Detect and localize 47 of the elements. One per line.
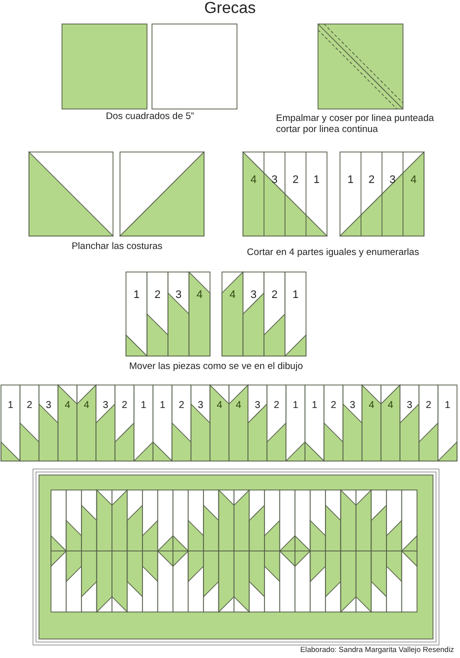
- piece-number: 3: [388, 175, 397, 186]
- piece-number: 2: [270, 290, 279, 301]
- step-caption: Dos cuadrados de 5”: [106, 112, 194, 122]
- piece-number: 3: [102, 401, 110, 411]
- piece-number: 3: [174, 290, 183, 301]
- piece-number: 1: [310, 401, 318, 411]
- step-caption: Cortar en 4 partes iguales y enumerarlas: [246, 248, 420, 258]
- piece-number: 3: [44, 401, 52, 411]
- piece-number: 2: [178, 401, 186, 411]
- piece-number: 4: [216, 401, 224, 411]
- piece-number: 4: [64, 401, 72, 411]
- piece-number: 1: [132, 290, 141, 301]
- piece-number: 3: [270, 175, 279, 186]
- piece-number: 1: [346, 175, 355, 186]
- piece-number: 2: [367, 175, 376, 186]
- piece-number: 3: [254, 401, 262, 411]
- piece-number: 2: [424, 401, 432, 411]
- piece-number: 2: [272, 401, 280, 411]
- piece-number: 1: [444, 401, 452, 411]
- step-caption: Planchar las costuras: [72, 242, 162, 252]
- piece-number: 3: [196, 401, 204, 411]
- piece-number: 3: [406, 401, 414, 411]
- step-caption: cortar por linea continua: [276, 125, 378, 136]
- piece-number: 2: [120, 401, 128, 411]
- piece-number: 1: [6, 401, 14, 411]
- piece-number: 4: [195, 290, 204, 301]
- piece-number: 4: [82, 401, 90, 411]
- title: Grecas: [204, 0, 256, 18]
- piece-number: 2: [291, 175, 300, 186]
- step-caption: Empalmar y coser por linea punteada: [276, 114, 434, 124]
- piece-number: 3: [348, 401, 356, 411]
- piece-number: 2: [330, 401, 338, 411]
- piece-number: 1: [158, 401, 166, 411]
- piece-number: 2: [26, 401, 34, 411]
- piece-number: 2: [153, 290, 162, 301]
- piece-number: 4: [234, 401, 242, 411]
- piece-number: 1: [312, 175, 321, 186]
- piece-number: 1: [140, 401, 148, 411]
- piece-number: 4: [409, 175, 418, 186]
- piece-number: 1: [291, 290, 300, 301]
- piece-number: 3: [249, 290, 258, 301]
- piece-number: 4: [249, 175, 258, 186]
- piece-number: 4: [386, 401, 394, 411]
- piece-number: 1: [292, 401, 300, 411]
- step-caption: Mover las piezas como se ve en el dibujo: [129, 362, 303, 372]
- piece-number: 4: [368, 401, 376, 411]
- piece-number: 4: [228, 290, 237, 301]
